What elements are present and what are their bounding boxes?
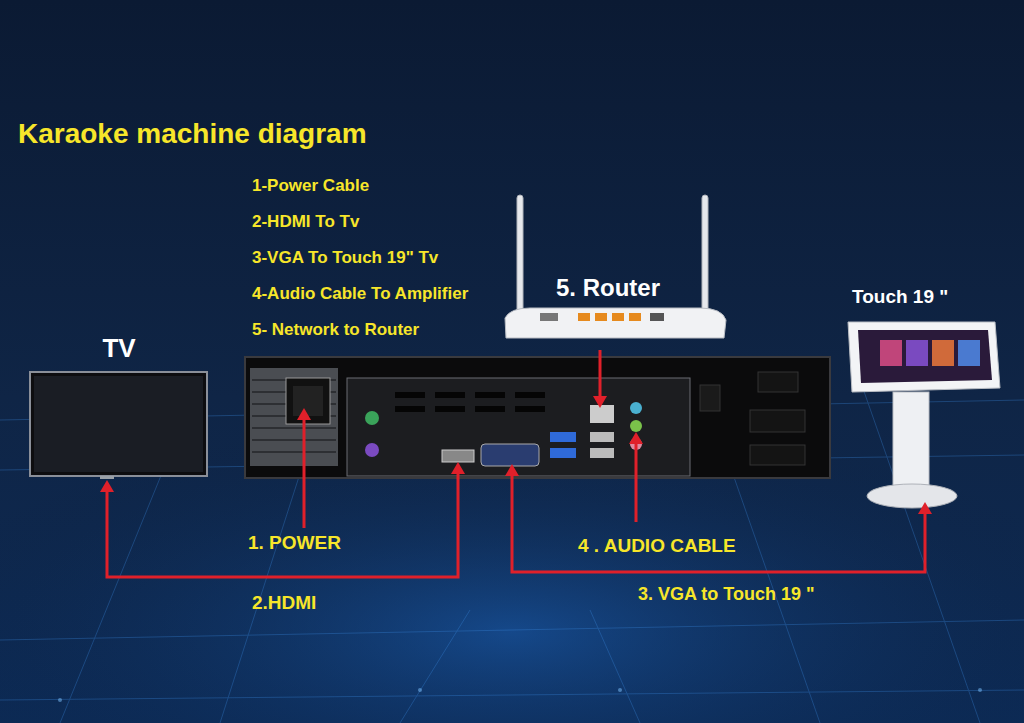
callout-label: 4 . AUDIO CABLE: [578, 535, 736, 557]
touch-screen-node: Touch 19 ": [840, 284, 1005, 514]
legend-item: 1-Power Cable: [252, 176, 369, 196]
device-label: TV: [26, 334, 212, 364]
device-label: 5. Router: [556, 274, 660, 302]
callout-label: 3. VGA to Touch 19 ": [638, 584, 815, 605]
diagram-title: Karaoke machine diagram: [18, 118, 367, 150]
legend-item: 2-HDMI To Tv: [252, 212, 359, 232]
device-label: Touch 19 ": [852, 286, 948, 308]
callout-label: 1. POWER: [248, 532, 341, 554]
legend-item: 5- Network to Router: [252, 320, 419, 340]
legend-item: 4-Audio Cable To Amplifier: [252, 284, 468, 304]
tv-node: TV: [26, 334, 212, 482]
callout-label: 2.HDMI: [252, 592, 316, 614]
legend-item: 3-VGA To Touch 19" Tv: [252, 248, 438, 268]
router-node: 5. Router: [498, 190, 730, 345]
